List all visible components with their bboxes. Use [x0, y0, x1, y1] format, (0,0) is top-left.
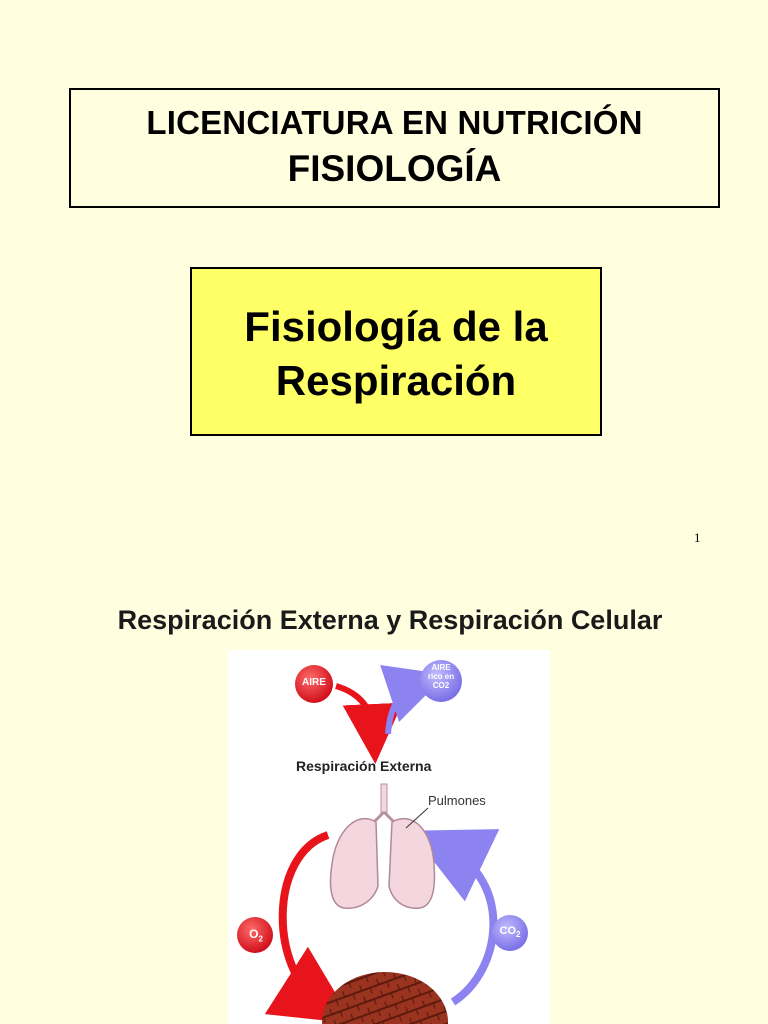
air-out-line1: AIRE	[431, 663, 451, 672]
o2-subscript: 2	[258, 934, 263, 944]
air-out-circle	[420, 660, 462, 702]
o2-label: O2	[242, 927, 270, 943]
lungs-label: Pulmones	[428, 793, 486, 808]
tissue-cells	[322, 972, 448, 1024]
page-number: 1	[694, 530, 701, 545]
o2-text: O	[249, 927, 259, 941]
lecture-title-line1: Fisiología de la	[244, 303, 548, 350]
lungs-icon	[329, 783, 436, 909]
air-out-arrow	[380, 665, 447, 735]
respiration-diagram-svg	[237, 660, 528, 1024]
lecture-title-box: Fisiología de la Respiración	[190, 267, 602, 436]
air-in-arrow	[335, 683, 403, 764]
co2-circle	[492, 915, 528, 951]
external-respiration-label: Respiración Externa	[296, 758, 432, 774]
respiration-diagram: AIRE AIRE rico en CO2 Respiración Extern…	[228, 650, 550, 1024]
air-in-circle	[295, 665, 333, 703]
course-name: FISIOLOGÍA	[287, 148, 502, 189]
o2-arrow	[264, 831, 354, 1024]
air-in-label: AIRE	[302, 677, 326, 688]
o2-circle	[237, 917, 273, 953]
lungs-pointer	[405, 807, 429, 829]
co2-arrow	[409, 829, 500, 1006]
lecture-title-line2: Respiración	[275, 357, 517, 404]
co2-subscript: 2	[516, 930, 521, 940]
course-header-box: LICENCIATURA EN NUTRICIÓN FISIOLOGÍA	[69, 88, 720, 208]
co2-label: CO2	[494, 925, 526, 939]
program-name: LICENCIATURA EN NUTRICIÓN	[146, 104, 643, 141]
co2-text: CO	[499, 925, 517, 937]
air-out-line3: CO2	[432, 681, 450, 690]
slide2-title: Respiración Externa y Respiración Celula…	[117, 605, 663, 635]
air-out-line2: rico en	[427, 672, 455, 681]
air-out-label: AIRE rico en CO2	[425, 663, 457, 690]
